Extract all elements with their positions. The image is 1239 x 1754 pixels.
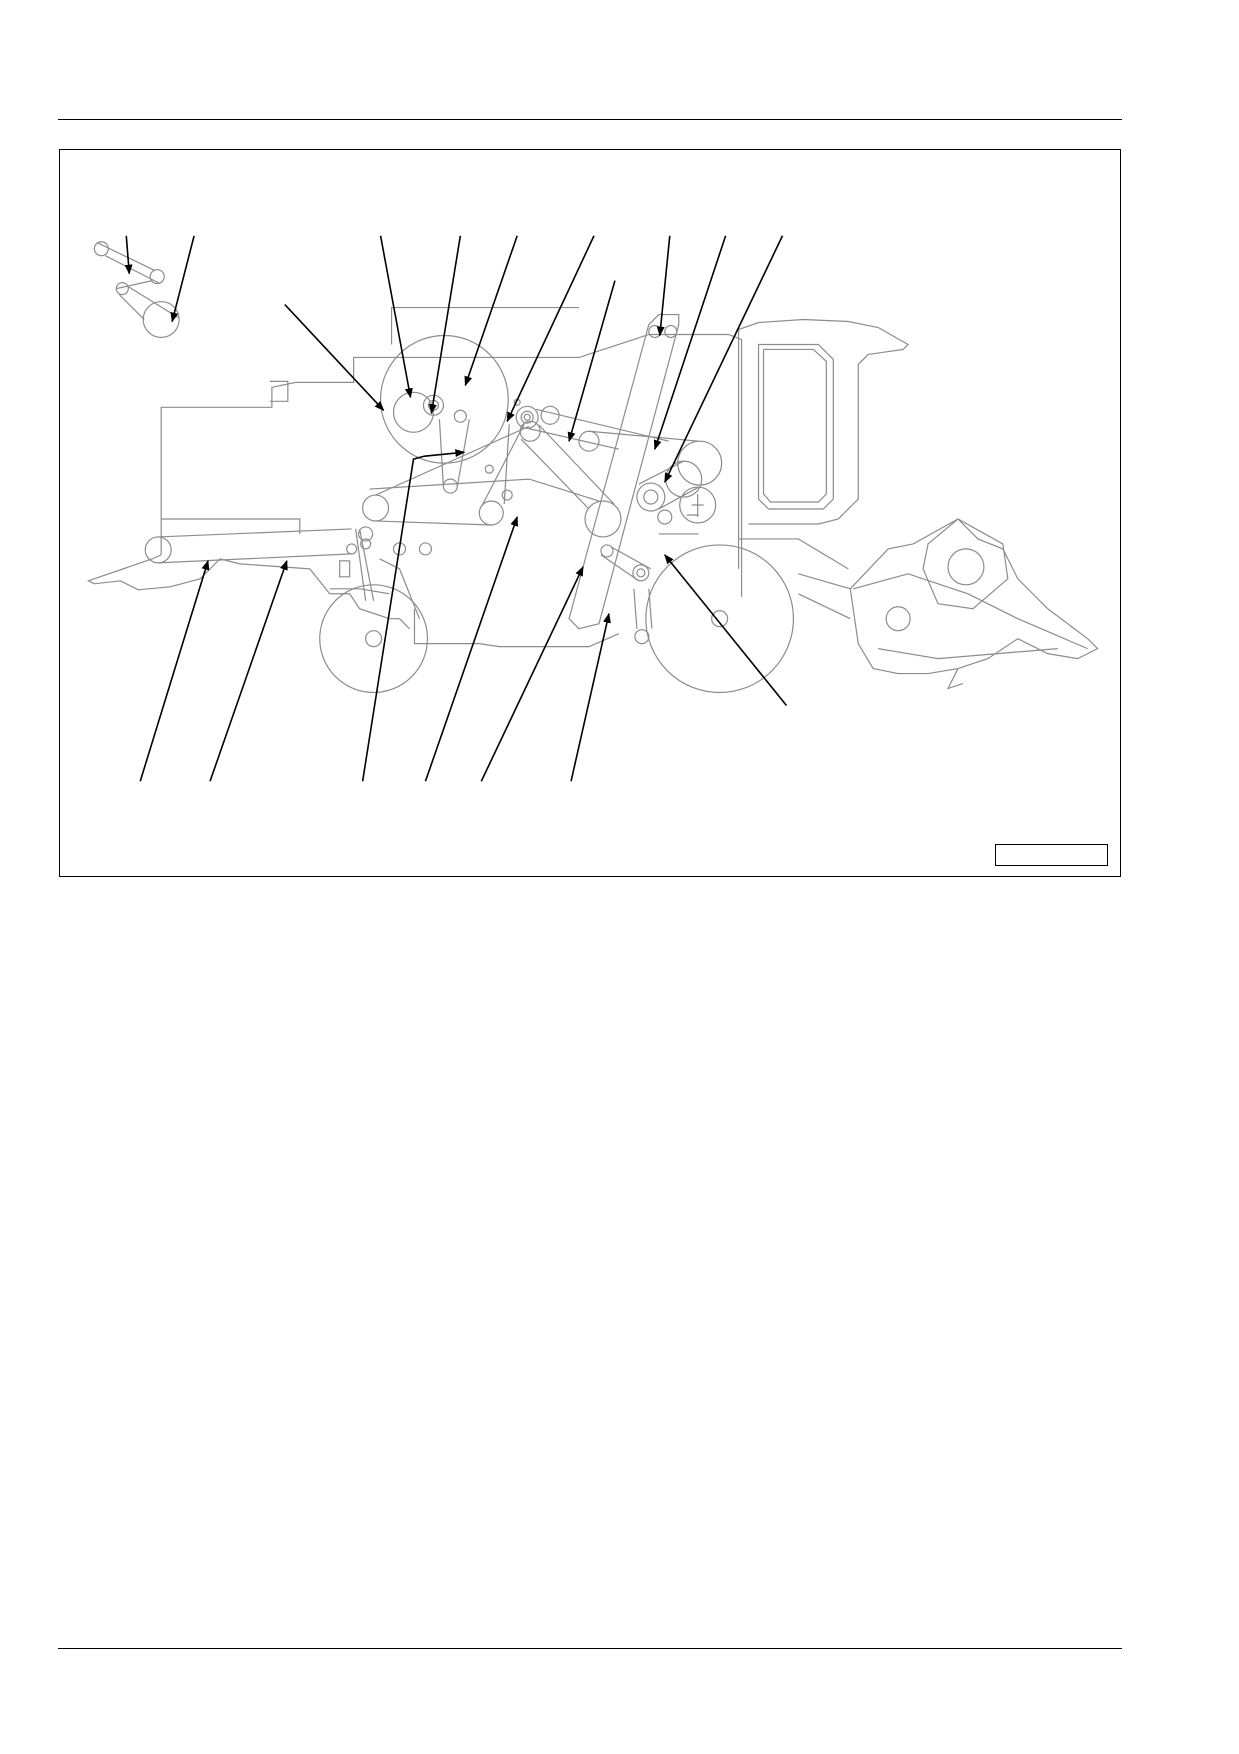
leader-6 [464,235,518,387]
footer-rule [58,1648,1122,1649]
leader-17 [480,565,584,782]
figure-reference-box [995,844,1108,866]
leader-3 [284,304,385,412]
leader-12 [664,554,788,706]
leader-9 [656,235,671,337]
header-rule [58,119,1122,120]
leader-16 [424,516,519,782]
combine-outline [86,306,1099,694]
leader-15 [361,449,466,782]
leader-5 [428,235,462,415]
leader-18 [570,612,611,782]
leader-11 [664,235,784,483]
callout-leaders [124,235,788,782]
belt-drive-diagram [86,235,1099,782]
belts-and-pulleys [93,241,723,645]
leader-8 [567,280,616,443]
leader-4 [379,235,413,399]
leader-2 [170,235,195,323]
leader-10 [653,235,727,451]
leader-1 [124,235,133,275]
leader-14 [209,559,288,782]
leader-7 [506,235,595,423]
figure-frame [59,149,1121,877]
leader-13 [139,559,210,782]
